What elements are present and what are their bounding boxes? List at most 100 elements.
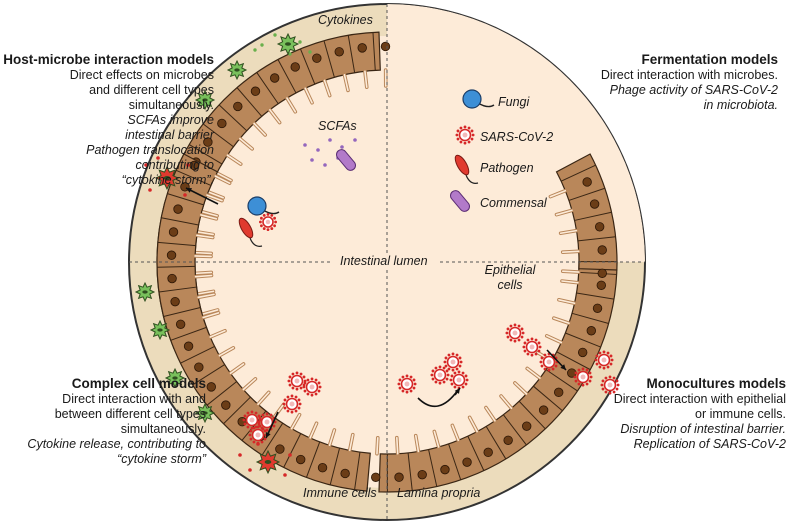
dot bbox=[183, 193, 187, 197]
spike bbox=[257, 442, 260, 445]
spike bbox=[460, 141, 463, 144]
dot bbox=[353, 138, 357, 142]
dot bbox=[273, 33, 276, 36]
dot bbox=[323, 163, 327, 167]
spike bbox=[599, 352, 602, 355]
spike bbox=[527, 353, 530, 356]
nucleus bbox=[251, 87, 260, 96]
spike bbox=[431, 374, 434, 377]
nucleus bbox=[276, 445, 285, 454]
spike bbox=[522, 332, 525, 335]
spike bbox=[454, 386, 457, 389]
spike bbox=[260, 224, 263, 227]
spike bbox=[247, 426, 250, 429]
spike bbox=[456, 354, 459, 357]
spike bbox=[507, 328, 510, 331]
host-microbe-italic-1: SCFAs improve bbox=[2, 113, 214, 128]
spike bbox=[267, 213, 270, 216]
spike bbox=[251, 411, 254, 414]
spike bbox=[410, 376, 413, 379]
lamina-propria-label: Lamina propria bbox=[397, 486, 480, 501]
nucleus bbox=[291, 63, 300, 72]
spike bbox=[291, 395, 294, 398]
epithelial-cells-line2: cells bbox=[478, 278, 542, 293]
cell-nucleus bbox=[285, 42, 291, 46]
spike bbox=[261, 441, 264, 444]
nucleus bbox=[171, 297, 180, 306]
spike bbox=[610, 363, 613, 366]
fermentation-italic-1: Phage activity of SARS-CoV-2 bbox=[556, 83, 778, 98]
dot bbox=[340, 145, 344, 149]
nucleus bbox=[484, 448, 493, 457]
spike bbox=[454, 372, 457, 375]
host-microbe-italic-5: “cytokine storm”. bbox=[2, 173, 214, 188]
spike bbox=[258, 421, 261, 424]
spike bbox=[300, 373, 303, 376]
nucleus bbox=[598, 246, 607, 255]
dot bbox=[283, 473, 287, 477]
spike bbox=[468, 141, 471, 144]
spike bbox=[315, 393, 318, 396]
spike bbox=[457, 130, 460, 133]
spike bbox=[406, 375, 409, 378]
spike bbox=[524, 342, 527, 345]
fermentation-title: Fermentation models bbox=[556, 52, 778, 68]
monocultures-line-2: or immune cells. bbox=[566, 407, 786, 422]
spike bbox=[445, 365, 448, 368]
spike bbox=[465, 375, 468, 378]
microvillus-gap bbox=[195, 272, 211, 273]
spike bbox=[250, 430, 253, 433]
microvillus-gap bbox=[377, 438, 378, 454]
spike bbox=[510, 339, 513, 342]
legend-commensal: Commensal bbox=[480, 196, 547, 211]
spike bbox=[295, 396, 298, 399]
spike bbox=[292, 373, 295, 376]
spike bbox=[284, 407, 287, 410]
spike bbox=[452, 353, 455, 356]
spike bbox=[462, 386, 465, 389]
host-microbe-italic-2: intestinal barrier bbox=[2, 128, 214, 143]
spike bbox=[270, 414, 273, 417]
nucleus bbox=[184, 342, 193, 351]
virus-core bbox=[438, 373, 443, 378]
microvillus-gap bbox=[397, 438, 398, 454]
virus-core bbox=[602, 358, 607, 363]
spike bbox=[468, 127, 471, 130]
nucleus bbox=[522, 422, 531, 431]
spike bbox=[596, 363, 599, 366]
spike bbox=[253, 427, 256, 430]
spike bbox=[596, 355, 599, 358]
spike bbox=[460, 127, 463, 130]
spike bbox=[458, 371, 461, 374]
virus-core bbox=[457, 378, 462, 383]
epithelial-cells-label: Epithelial cells bbox=[478, 263, 542, 293]
spike bbox=[582, 368, 585, 371]
spike bbox=[452, 369, 455, 372]
spike bbox=[472, 134, 475, 137]
spike bbox=[270, 214, 273, 217]
nucleus bbox=[504, 436, 513, 445]
dot bbox=[308, 50, 311, 53]
spike bbox=[444, 361, 447, 364]
spike bbox=[464, 142, 467, 145]
spike bbox=[257, 426, 260, 429]
spike bbox=[575, 372, 578, 375]
complex-cell-italic-1: Cytokine release, contributing to bbox=[0, 437, 206, 452]
nucleus bbox=[358, 44, 367, 53]
spike bbox=[507, 336, 510, 339]
spike bbox=[259, 417, 262, 420]
nucleus bbox=[168, 274, 177, 283]
spike bbox=[607, 366, 610, 369]
monocultures-italic-2: Replication of SARS-CoV-2 bbox=[566, 437, 786, 452]
spike bbox=[318, 382, 321, 385]
spike bbox=[518, 339, 521, 342]
spike bbox=[398, 383, 401, 386]
spike bbox=[523, 346, 526, 349]
monocultures-line-1: Direct interaction with epithelial bbox=[566, 392, 786, 407]
nucleus bbox=[313, 54, 322, 63]
spike bbox=[259, 221, 262, 224]
nucleus bbox=[597, 281, 606, 290]
virus-core bbox=[266, 220, 271, 225]
spike bbox=[539, 346, 542, 349]
microvillus-gap bbox=[563, 251, 579, 252]
